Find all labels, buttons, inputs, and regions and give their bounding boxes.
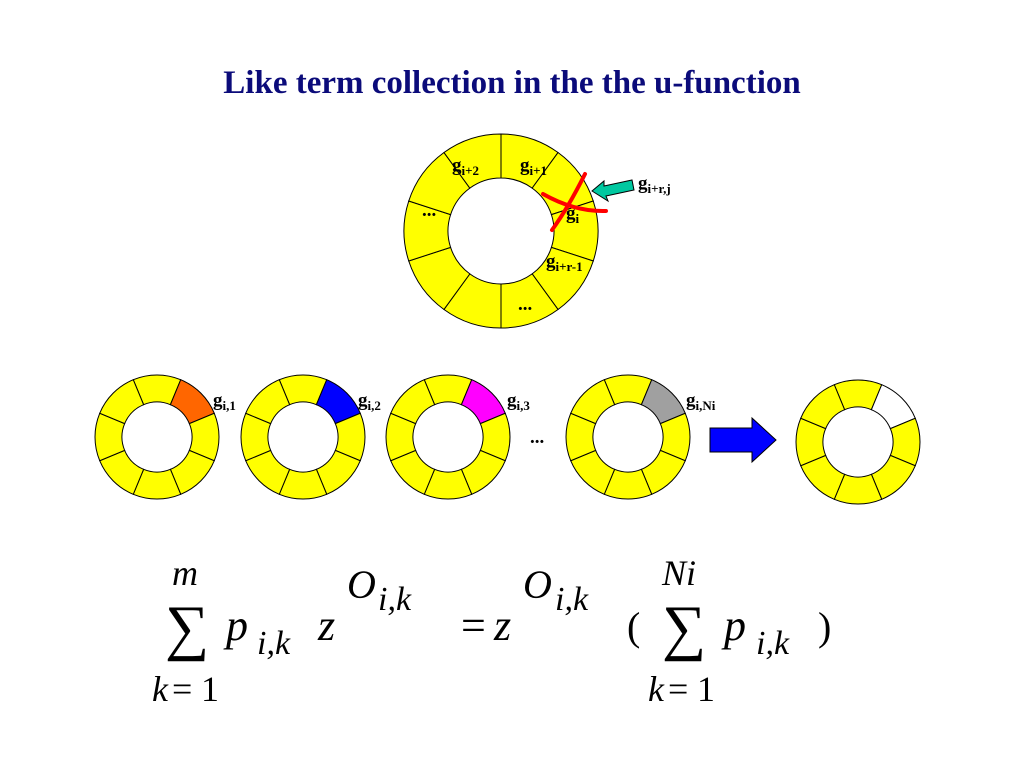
small-ring-4-segment-8 [570,379,616,425]
result-ring [795,379,921,505]
label-g-i-ni: gi,Ni [686,390,716,413]
formula-right-p-subscript: i,k [756,625,790,662]
small-ring-2 [240,374,366,500]
formula-left-z: z [317,601,335,650]
formula-equals: = [461,601,486,650]
formula-right: = z O i,k ( Ni ∑ p i,k ) k = 1 [461,553,831,709]
small-ring-1-segment-8 [99,379,145,425]
formula-left-p-subscript: i,k [257,625,291,662]
result-arrow-icon [709,416,777,464]
big-ring-dots-bottom: ... [518,294,532,315]
formula-left-lower-one: 1 [201,669,219,709]
formula-left-exponent-subscript: i,k [378,581,412,618]
formula-open-paren: ( [627,604,640,649]
slide-title: Like term collection in the the u-functi… [223,65,800,101]
small-ring-2-segment-8 [245,379,291,425]
formula-right-lower-k: k [648,669,665,709]
small-ring-3 [385,374,511,500]
formula-right-upper-limit: Ni [661,553,696,593]
formula-close-paren: ) [818,604,831,649]
label-g-i-2: gi,2 [358,390,381,413]
formula-left-sum-symbol: ∑ [165,594,209,662]
big-ring-dots-left: ... [422,200,436,221]
big-ring-segment-10 [443,133,502,189]
label-g-i-3: gi,3 [507,390,530,413]
formula-left-exponent-o: O [347,562,376,607]
insert-arrow-icon [591,179,635,203]
formula-right-z: z [493,601,511,650]
formula-right-sum-symbol: ∑ [662,594,706,662]
formula-right-lower-one: 1 [697,669,715,709]
formula-right-lower-eq: = [668,669,688,709]
result-ring-segment-8 [800,384,846,430]
big-ring [403,133,599,329]
small-ring-1 [94,374,220,500]
formula-right-exponent-o: O [523,562,552,607]
formula-right-p: p [721,601,746,650]
small-ring-4 [565,374,691,500]
formula-left-upper-limit: m [172,553,198,593]
label-g-i-plus-r-j: gi+r,j [638,173,671,196]
label-g-i: gi [566,203,580,226]
cross-mark-stroke-2 [541,192,608,214]
formula-left-lower-eq: = [172,669,192,709]
label-g-i-plus-1: gi+1 [520,155,547,178]
label-g-i-plus-r-minus-1: gi+r-1 [546,251,583,274]
formula-right-exponent-subscript: i,k [555,581,589,618]
label-g-i-1: gi,1 [213,390,236,413]
label-g-i-plus-2: gi+2 [452,155,479,178]
small-ring-3-segment-8 [390,379,436,425]
small-rings-dots: ... [530,427,544,448]
formula-left-p: p [223,601,248,650]
formula-left: m ∑ p i,k z O i,k k = 1 [152,553,412,709]
formula-left-lower-k: k [152,669,169,709]
